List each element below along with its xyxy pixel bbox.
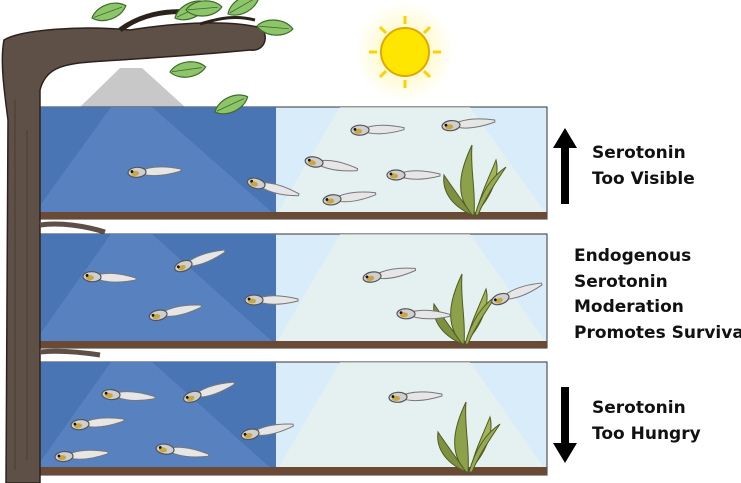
label-line: Moderation: [574, 297, 684, 317]
tank-middle: [32, 233, 548, 349]
label-line: Promotes Survival: [574, 322, 741, 343]
label-line: Serotonin: [574, 271, 668, 292]
label-line: Serotonin: [592, 143, 686, 163]
arrow-down-icon: [553, 387, 577, 463]
label-line: Serotonin: [592, 398, 686, 418]
arrow-up-icon: [553, 128, 577, 204]
tree-branch-icon: [1, 9, 266, 483]
label-too-visible: Serotonin Too Visible: [592, 141, 695, 192]
label-moderation: Endogenous Serotonin Moderation Promotes…: [574, 244, 741, 346]
label-too-hungry: Serotonin Too Hungry: [592, 396, 701, 447]
label-line: Too Visible: [592, 168, 695, 189]
sun-icon: [369, 16, 441, 88]
shade-cone: [80, 68, 185, 107]
label-line: Endogenous: [574, 246, 692, 266]
label-line: Too Hungry: [592, 423, 701, 444]
